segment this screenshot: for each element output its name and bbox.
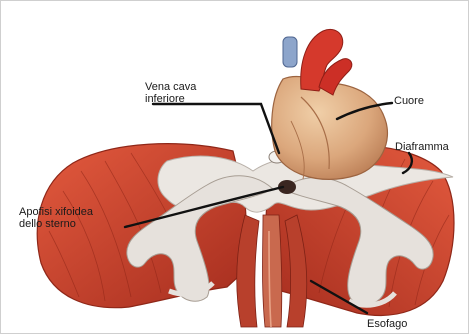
label-vena-cava-inferiore: Vena cava inferiore xyxy=(145,81,196,105)
superior-vena-cava xyxy=(283,37,297,67)
esophagus xyxy=(263,215,282,327)
label-apofisi-xifoidea: Apofisi xifoidea dello sterno xyxy=(19,206,93,230)
label-cuore: Cuore xyxy=(394,95,424,107)
label-line: inferiore xyxy=(145,93,196,105)
label-line: Apofisi xifoidea xyxy=(19,206,93,218)
label-esofago: Esofago xyxy=(367,318,407,330)
label-line: Vena cava xyxy=(145,81,196,93)
label-diaframma: Diaframma xyxy=(395,141,449,153)
label-line: dello sterno xyxy=(19,218,93,230)
